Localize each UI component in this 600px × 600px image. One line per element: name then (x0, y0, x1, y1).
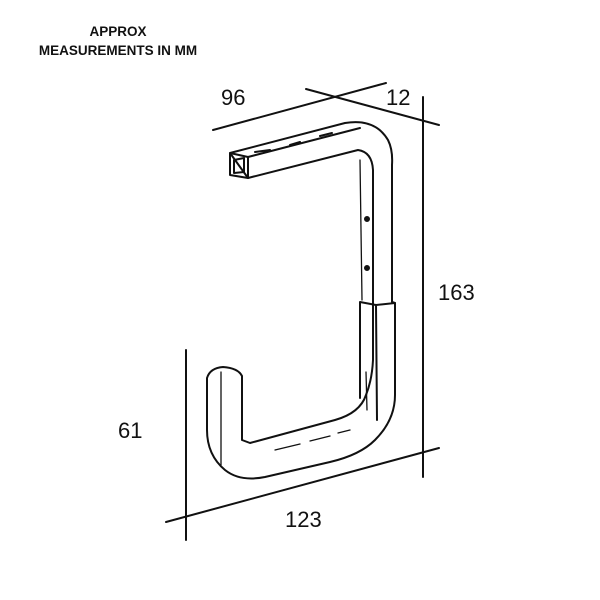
note-line-1: APPROX (89, 24, 147, 39)
dim-label-123: 123 (285, 507, 322, 532)
hook-outer (206, 121, 396, 480)
dim-line-12 (305, 88, 440, 126)
dim-label-96: 96 (221, 85, 246, 110)
hole (364, 265, 370, 271)
dim-label-61: 61 (118, 418, 143, 443)
tube-details (220, 159, 368, 466)
dim-line-123 (165, 447, 440, 523)
hook-front-end (229, 152, 249, 179)
note-line-2: MEASUREMENTS IN MM (38, 43, 198, 58)
dim-label-163: 163 (438, 280, 475, 305)
dim-label-12: 12 (386, 85, 411, 110)
sleeve (359, 301, 396, 421)
top-bar-edge (247, 127, 361, 158)
hole (364, 216, 370, 222)
dim-line-96 (212, 82, 387, 131)
